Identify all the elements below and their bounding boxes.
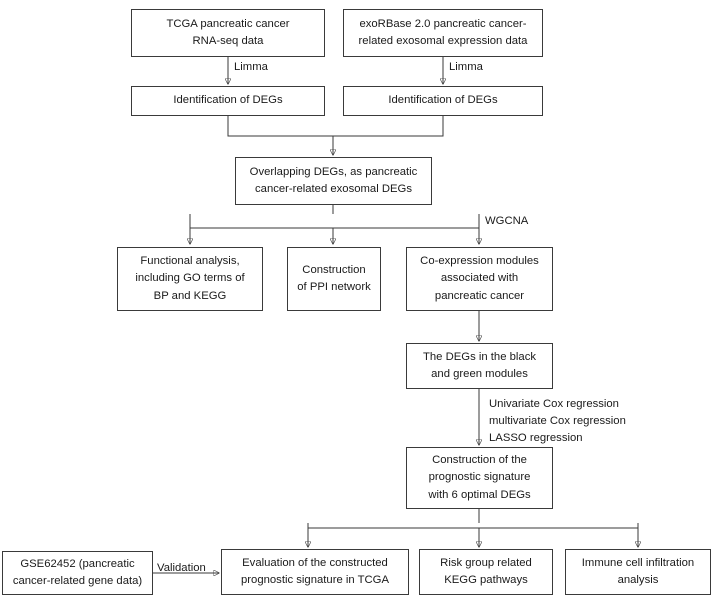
edge-branch-bus [189, 214, 480, 229]
node-prognostic-signature: Construction of the prognostic signature… [406, 447, 553, 509]
node-functional-analysis: Functional analysis, including GO terms … [117, 247, 263, 311]
node-gse62452: GSE62452 (pancreatic cancer-related gene… [2, 551, 153, 595]
node-tcga-data: TCGA pancreatic cancer RNA-seq data [131, 9, 325, 57]
node-degs-right: Identification of DEGs [343, 86, 543, 116]
node-ppi-network: Construction of PPI network [287, 247, 381, 311]
edge-bottom-bus [307, 523, 639, 529]
node-exorbase-data: exoRBase 2.0 pancreatic cancer- related … [343, 9, 543, 57]
edge-label-wgcna: WGCNA [485, 215, 529, 227]
edge-label-regression: Univariate Cox regression multivariate C… [489, 398, 626, 444]
edge-merge-degs [227, 116, 444, 137]
edge-label-validation: Validation [157, 562, 206, 574]
node-overlapping-degs: Overlapping DEGs, as pancreatic cancer-r… [235, 157, 432, 205]
node-degs-left: Identification of DEGs [131, 86, 325, 116]
node-coexpression-modules: Co-expression modules associated with pa… [406, 247, 553, 311]
node-risk-kegg: Risk group related KEGG pathways [419, 549, 553, 595]
node-evaluation-tcga: Evaluation of the constructed prognostic… [221, 549, 409, 595]
node-black-green-modules: The DEGs in the black and green modules [406, 343, 553, 389]
node-immune-infiltration: Immune cell infiltration analysis [565, 549, 711, 595]
edge-label-limma-right: Limma [449, 61, 483, 73]
edge-label-limma-left: Limma [234, 61, 268, 73]
